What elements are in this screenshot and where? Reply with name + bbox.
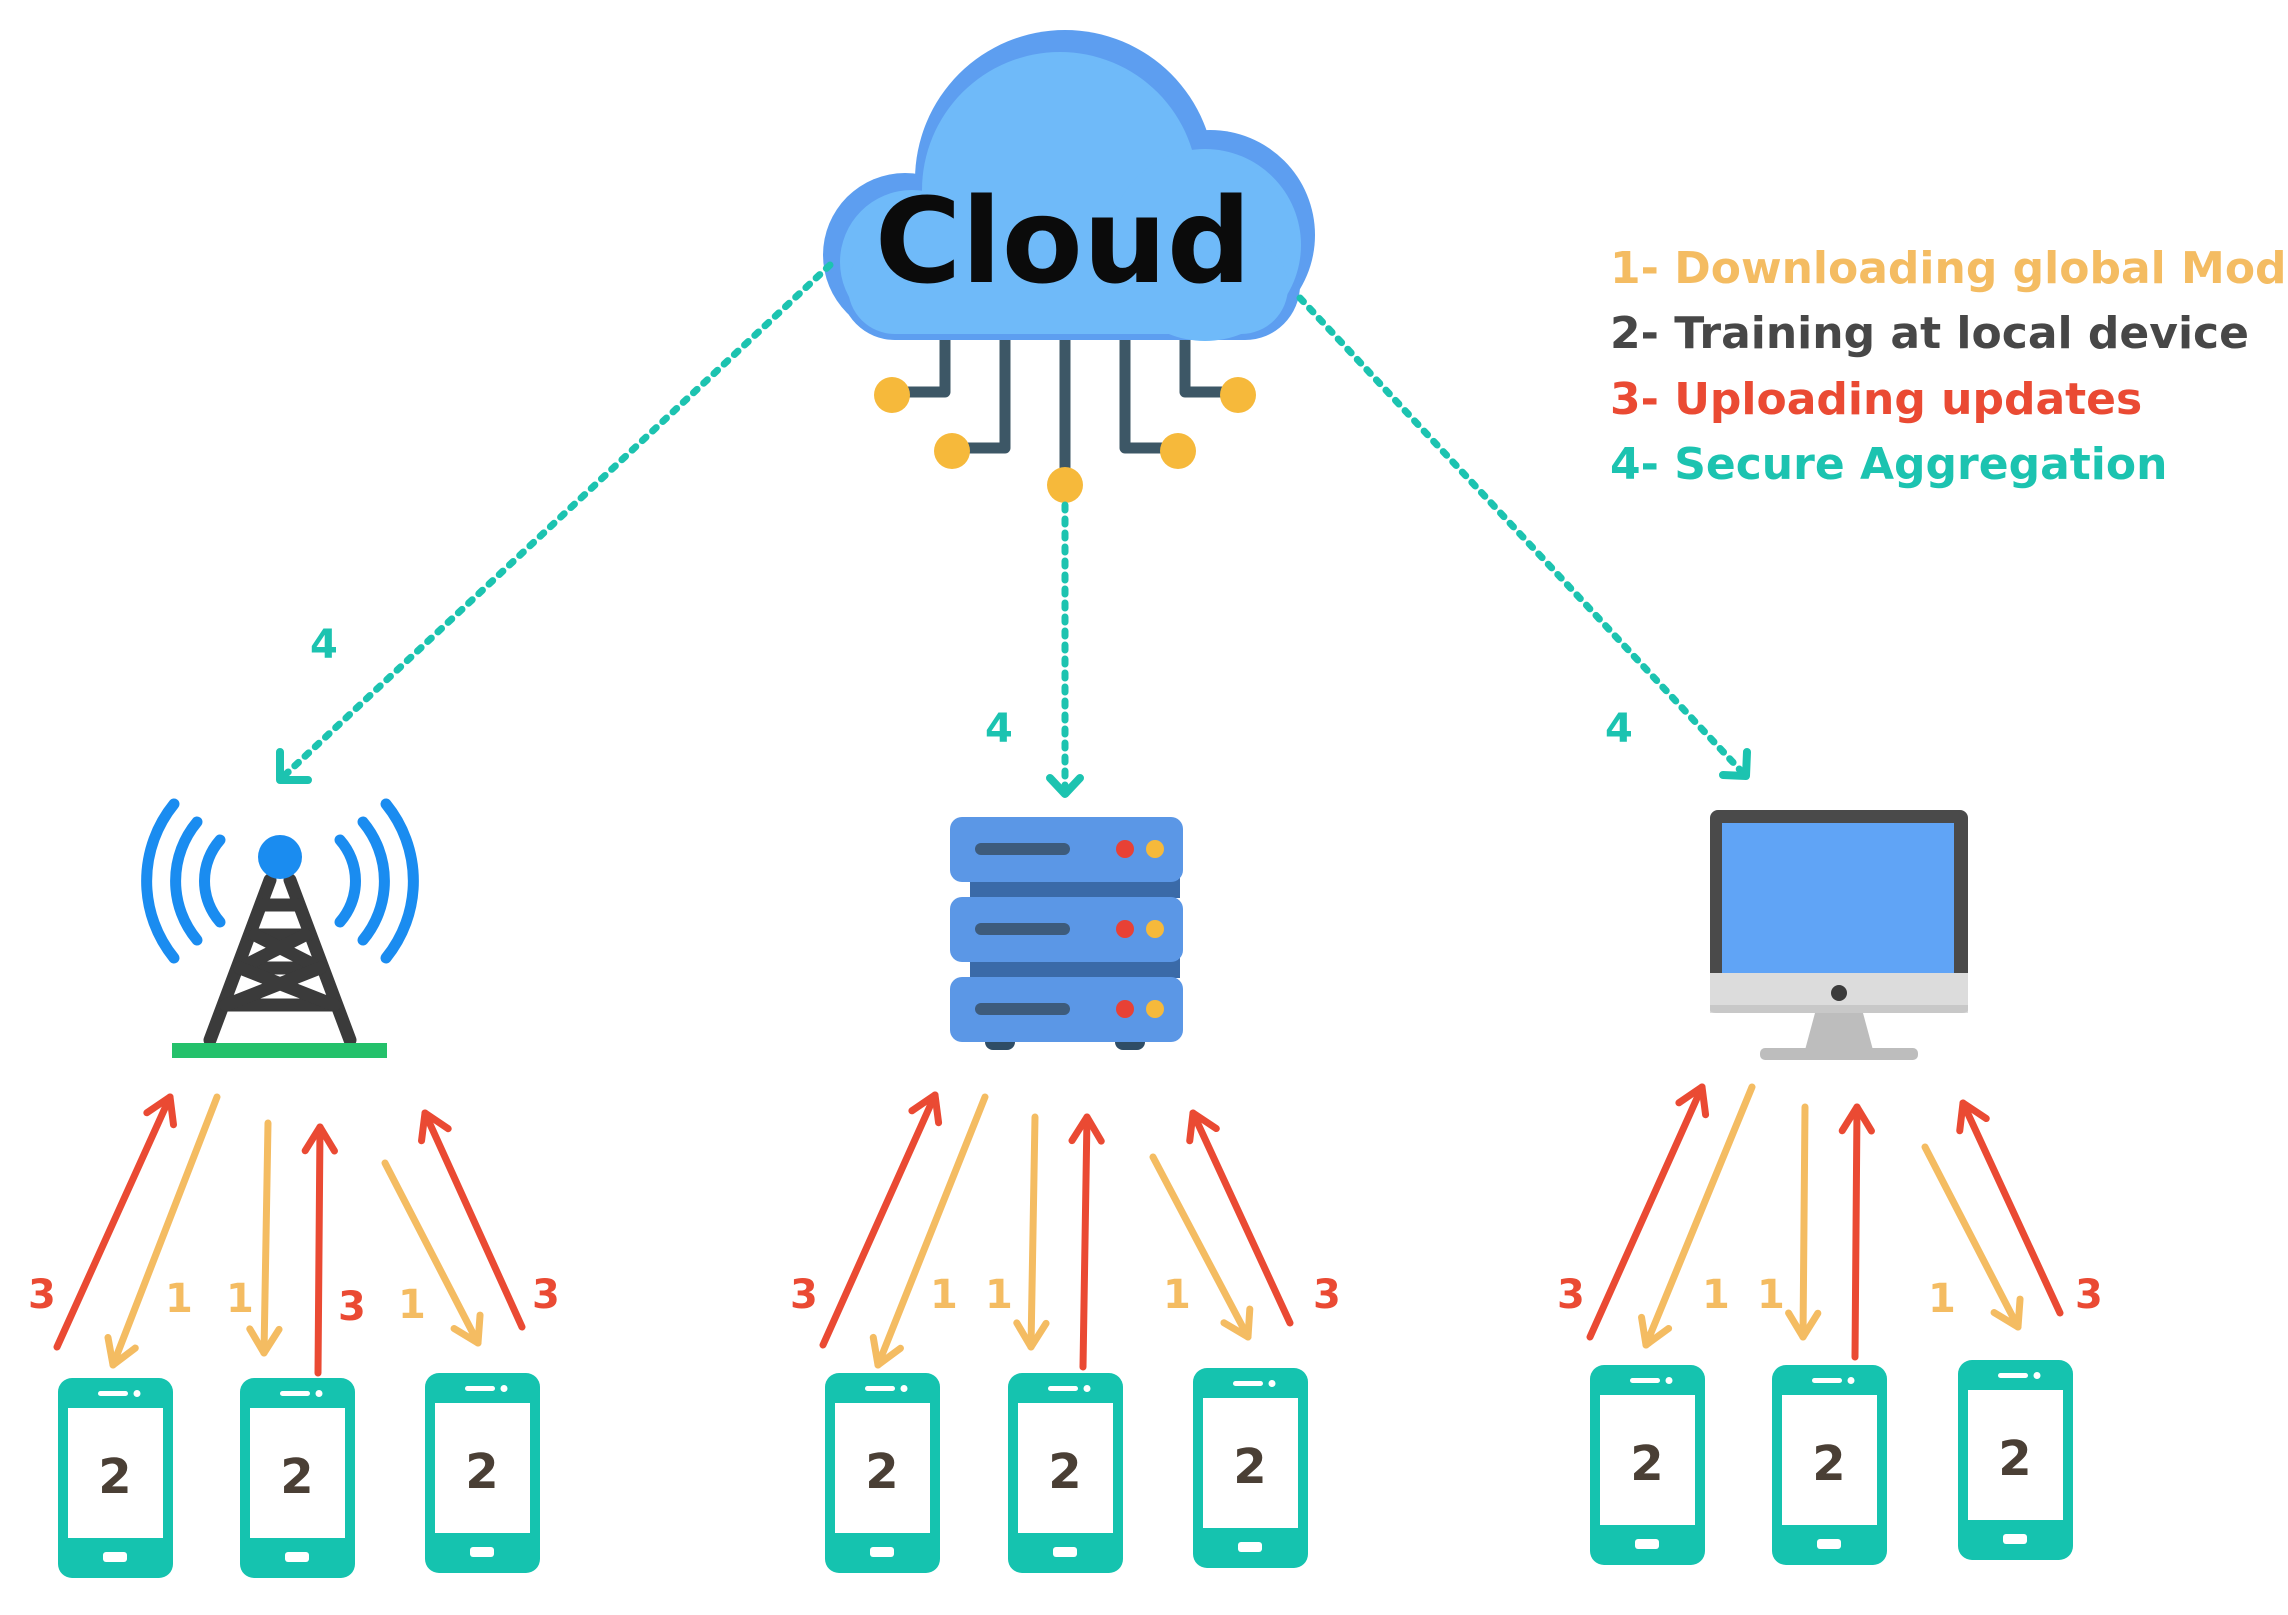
- download-label: 1: [165, 1276, 193, 1322]
- aggregation-label-computer: 4: [1605, 706, 1633, 752]
- legend-item-download: 1- Downloading global Model: [1610, 243, 2288, 294]
- legend-item-upload: 3- Uploading updates: [1610, 374, 2142, 425]
- upload-arrow: [819, 1091, 939, 1349]
- upload-arrowhead: [1956, 1099, 1990, 1135]
- upload-arrow: [421, 1109, 526, 1331]
- cell-tower-icon: [141, 798, 419, 1058]
- training-label: 2: [865, 1444, 898, 1500]
- download-arrow: [381, 1159, 482, 1347]
- aggregation-arrow-tower: [281, 261, 834, 779]
- phone-icon: 2: [1590, 1365, 1705, 1565]
- download-label: 1: [1928, 1276, 1956, 1322]
- download-arrowhead: [1013, 1319, 1050, 1351]
- upload-arrowhead: [143, 1093, 178, 1129]
- upload-arrowhead: [1068, 1113, 1105, 1145]
- download-arrowhead: [869, 1333, 904, 1369]
- upload-arrow: [1079, 1113, 1091, 1371]
- aggregation-label-server: 4: [985, 706, 1013, 752]
- aggregation-arrow-computer: [1296, 294, 1746, 776]
- download-arrowhead: [1785, 1309, 1822, 1341]
- download-label: 1: [226, 1276, 254, 1322]
- download-arrow: [1921, 1143, 2022, 1331]
- download-arrow: [1027, 1113, 1039, 1351]
- download-arrow: [1642, 1083, 1756, 1349]
- upload-arrowhead: [301, 1123, 338, 1155]
- phones: 2 2 2 2 2 2 2 2 2: [58, 1360, 2073, 1578]
- desktop-monitor-icon: [1710, 810, 1968, 1060]
- aggregation-arrowhead-computer: [1719, 748, 1751, 780]
- device-arrows: [53, 1083, 2064, 1377]
- phone-icon: 2: [1008, 1373, 1123, 1573]
- download-arrow: [1799, 1103, 1809, 1341]
- upload-label: 3: [2075, 1272, 2103, 1318]
- upload-arrow: [1959, 1099, 2064, 1317]
- training-label: 2: [280, 1449, 313, 1505]
- upload-arrowhead: [908, 1091, 943, 1127]
- download-label: 1: [1163, 1272, 1191, 1318]
- download-label: 1: [930, 1272, 958, 1318]
- download-arrowhead: [450, 1311, 484, 1347]
- legend-item-aggregation: 4- Secure Aggregation: [1610, 439, 2167, 490]
- server-rack-icon: [950, 817, 1183, 1050]
- download-arrow: [109, 1093, 221, 1369]
- upload-arrow: [1586, 1083, 1706, 1341]
- upload-label: 3: [1313, 1272, 1341, 1318]
- phone-icon: 2: [425, 1373, 540, 1573]
- upload-label: 3: [338, 1284, 366, 1330]
- phone-icon: 2: [1193, 1368, 1308, 1568]
- download-arrowhead: [246, 1325, 283, 1357]
- aggregation-arrowhead-tower: [276, 748, 312, 784]
- cloud-title: Cloud: [875, 172, 1252, 310]
- phone-icon: 2: [825, 1373, 940, 1573]
- download-arrowhead: [1990, 1295, 2024, 1331]
- phone-icon: 2: [58, 1378, 173, 1578]
- upload-arrowhead: [1675, 1083, 1710, 1119]
- cloud-icon: Cloud: [823, 30, 1315, 503]
- upload-arrow: [53, 1093, 174, 1351]
- aggregation-arrowhead-server: [1046, 774, 1084, 798]
- upload-arrow: [1189, 1109, 1294, 1327]
- download-arrow: [874, 1093, 989, 1369]
- upload-label: 3: [790, 1272, 818, 1318]
- upload-label: 3: [1557, 1272, 1585, 1318]
- training-label: 2: [1812, 1436, 1845, 1492]
- download-arrowhead: [1638, 1313, 1673, 1349]
- training-label: 2: [1630, 1436, 1663, 1492]
- upload-arrowhead: [418, 1109, 452, 1145]
- download-label: 1: [1702, 1272, 1730, 1318]
- legend-item-training: 2- Training at local device: [1610, 308, 2249, 359]
- upload-label: 3: [28, 1272, 56, 1318]
- upload-arrow: [1851, 1103, 1861, 1361]
- download-label: 1: [398, 1282, 426, 1328]
- phone-icon: 2: [1958, 1360, 2073, 1560]
- legend: 1- Downloading global Model 2- Training …: [1610, 243, 2288, 490]
- upload-label: 3: [532, 1272, 560, 1318]
- phone-icon: 2: [240, 1378, 355, 1578]
- download-label: 1: [985, 1272, 1013, 1318]
- download-arrowhead: [104, 1333, 139, 1369]
- training-label: 2: [465, 1444, 498, 1500]
- download-arrow: [260, 1119, 272, 1357]
- training-label: 2: [1048, 1444, 1081, 1500]
- aggregation-label-tower: 4: [310, 622, 338, 668]
- download-label: 1: [1757, 1272, 1785, 1318]
- download-arrowhead: [1220, 1305, 1254, 1341]
- phone-icon: 2: [1772, 1365, 1887, 1565]
- download-arrow: [1149, 1153, 1252, 1341]
- upload-arrowhead: [1186, 1109, 1220, 1145]
- training-label: 2: [98, 1449, 131, 1505]
- upload-arrow: [314, 1123, 324, 1377]
- training-label: 2: [1998, 1431, 2031, 1487]
- training-label: 2: [1233, 1439, 1266, 1495]
- upload-arrowhead: [1838, 1103, 1875, 1135]
